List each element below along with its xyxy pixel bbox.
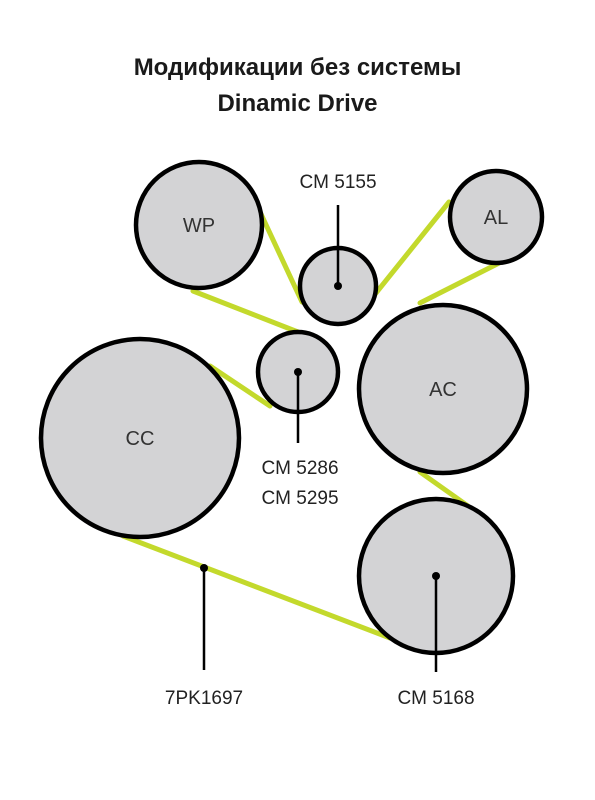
belt-segment-idler2-to-cc [207,363,273,409]
belt-segment-ac-to-tensioner [417,469,471,509]
pulley-label-ac: AC [429,379,457,401]
leader-dot-cm5286 [294,368,302,376]
callout-cm5168: CM 5168 [397,688,474,709]
pulley-al [447,168,545,266]
belt [120,199,510,641]
callout-belt-7pk1697: 7PK1697 [165,688,243,709]
pulley-label-wp: WP [183,215,215,237]
callout-cm5155: CM 5155 [299,172,376,193]
pulley-ac [356,302,530,476]
diagram-title-line-2: Dinamic Drive [217,90,378,117]
leader-dot-cm5155 [334,282,342,290]
belt-segment-wp-to-idler2 [190,288,301,335]
belt-segment-wp-to-idler1 [258,211,305,305]
diagram-title-line-1: Модификации без системы [133,54,462,81]
pulley-cc [38,336,242,540]
leader-dot-belt [200,564,208,572]
callout-cm5295: CM 5295 [261,488,338,509]
belt-segment-al-to-ac [417,256,510,306]
pulley-label-cc: CC [126,428,155,450]
leader-dot-cm5168 [432,572,440,580]
belt-segment-cc-to-tensioner [120,533,393,641]
callout-cm5286: CM 5286 [261,458,338,479]
belt-segment-idler1-to-al [369,199,452,301]
pulley-wp [133,159,265,291]
pulley-label-al: AL [484,207,508,229]
